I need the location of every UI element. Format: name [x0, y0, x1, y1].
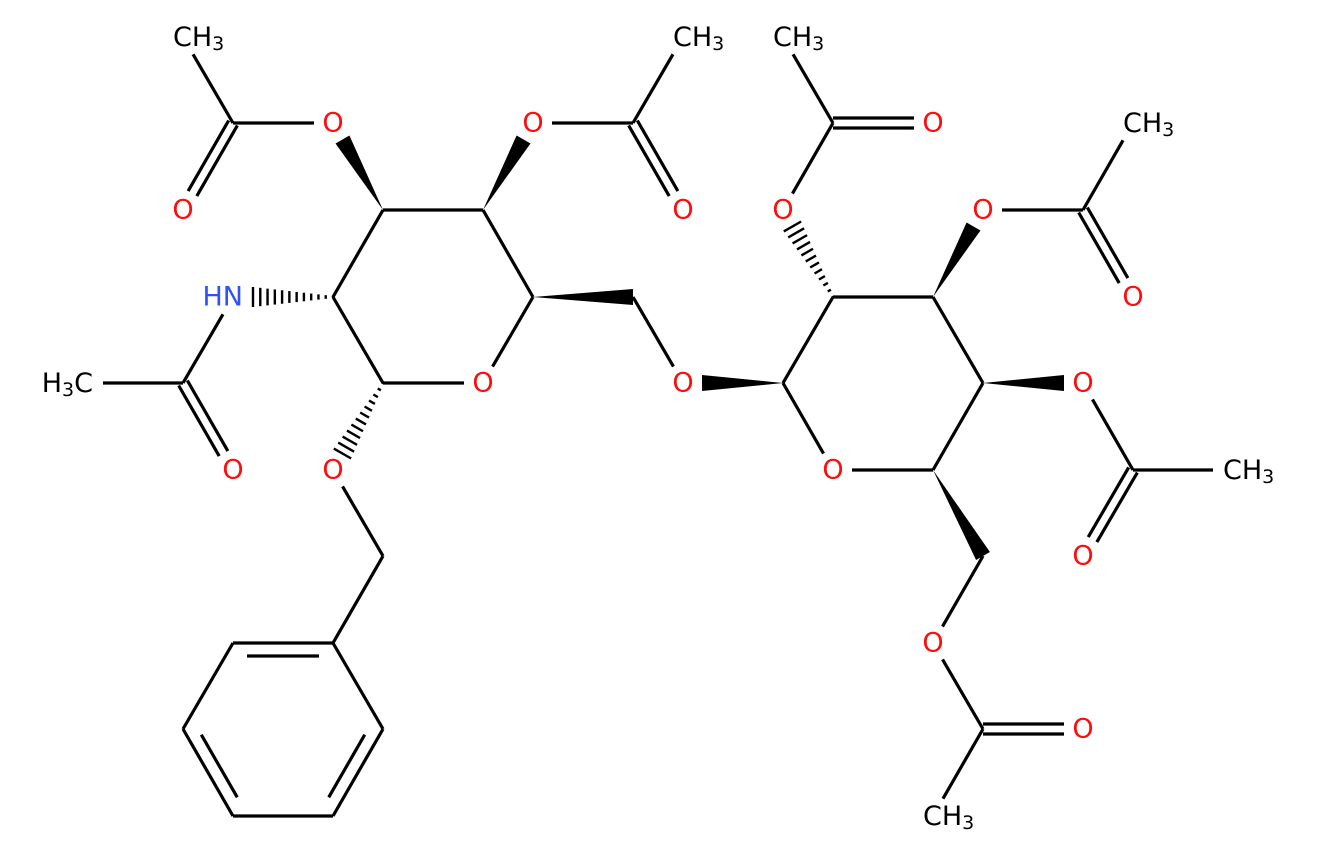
oxygen-atom-label: O: [1072, 541, 1093, 572]
methyl-label: CH3: [773, 22, 824, 56]
bond-l1-l1O-hash: [363, 405, 373, 412]
oxygen-atom-label: O: [322, 455, 343, 486]
bond-r6C-r6Me: [941, 728, 985, 800]
bond-r2-r2O-hash: [827, 288, 832, 293]
bond-l1O-bz: [341, 485, 385, 557]
oxygen-atom-label: O: [672, 195, 693, 226]
bond-r4C-r4CO-2: [1095, 471, 1139, 543]
bond-l1-l1O-hash: [372, 393, 379, 399]
bond-r2-r2O-hash: [809, 261, 820, 269]
bond-r2-r2O-hash: [822, 281, 829, 287]
oxygen-atom-label: O: [1122, 282, 1143, 313]
methyl-label: CH3: [1123, 108, 1174, 142]
bond-r4C-r4CO: [1086, 466, 1131, 538]
bond-p6-p1: [331, 642, 385, 730]
bond-l4C-l4CO: [627, 124, 671, 197]
bond-r3C-r3Me: [1081, 139, 1125, 211]
oxygen-atom-label: O: [772, 195, 793, 226]
bond-r3C-r3CO-2: [1085, 206, 1130, 279]
bond-l1-l1O-hash: [350, 423, 364, 433]
bond-r1-r2: [781, 296, 835, 384]
bond-l1-l1O-hash: [359, 411, 370, 419]
bond-p5-p6: [331, 728, 385, 817]
bond-l1-l1O-hash: [346, 429, 361, 440]
oxygen-atom-label: O: [972, 195, 993, 226]
bond-l5-lO: [491, 296, 535, 368]
methyl-label: CH3: [673, 22, 724, 56]
bond-nC-nCO: [177, 384, 221, 457]
bond-l1-l1O-hash: [341, 435, 358, 446]
bond-p3-p4: [181, 728, 235, 817]
oxygen-atom-label: O: [1072, 714, 1093, 745]
bond-l1-l1O-hash: [337, 441, 355, 453]
oxygen-atom-label: O: [322, 108, 343, 139]
bond-l1-l2: [331, 296, 385, 384]
oxygen-atom-label: O: [1072, 368, 1093, 399]
bond-r4-r4O-wedge: [983, 375, 1064, 391]
bond-r2-r2O-hash: [813, 268, 823, 275]
bond-l4C-l4Me: [631, 53, 675, 124]
bond-l1-l1O-hash: [333, 447, 352, 460]
oxygen-atom-label: O: [222, 455, 243, 486]
bond-r2C-r2Me: [791, 53, 835, 124]
bond-p2-p3: [181, 642, 235, 730]
bond-l6-gO: [631, 296, 675, 368]
bond-r4-r5: [931, 382, 985, 471]
bond-l3C-l3CO-2: [195, 124, 239, 197]
bond-l1-l1O-hash: [381, 381, 385, 385]
bond-bz-p1: [331, 555, 385, 644]
bonds: [103, 53, 1213, 818]
bond-l3C-l3CO: [186, 119, 231, 192]
methyl-label: CH3: [1223, 455, 1274, 489]
oxygen-atom-label: O: [822, 455, 843, 486]
bond-r5-r6-wedge: [933, 470, 990, 561]
bond-N-nC: [181, 313, 225, 384]
oxygen-atom-label: O: [522, 108, 543, 139]
bond-l4-l5: [481, 209, 535, 298]
nh-atom-label: HN: [203, 282, 244, 313]
oxygen-atom-label: O: [472, 368, 493, 399]
bond-r3-r3O-wedge: [933, 222, 981, 297]
bond-l4C-l4CO-2: [635, 119, 680, 192]
bond-l3C-l3Me: [191, 53, 235, 124]
bond-nC-nCO-2: [185, 379, 230, 452]
bond-l2-l3: [331, 209, 385, 298]
bond-r6-r6O: [941, 555, 985, 628]
bond-l1-l1O-hash: [368, 399, 376, 405]
bond-rO-r1: [781, 382, 825, 455]
bond-r2-r2O-hash: [805, 254, 817, 263]
oxygen-atom-label: O: [672, 368, 693, 399]
methyl-label: CH3: [173, 22, 224, 56]
bond-l4-l4O-wedge: [483, 135, 531, 210]
bond-p5-p6-inner: [327, 733, 367, 799]
bond-l5-l6-wedge: [533, 289, 633, 305]
bond-l1-l1O-hash: [377, 387, 382, 392]
bond-r6O-r6C: [941, 658, 985, 730]
bond-l3-l3O-wedge: [335, 135, 383, 210]
bond-r2-r2O-hash: [791, 234, 808, 245]
bond-r2-r2O-hash: [783, 220, 802, 233]
bond-r2-r2O-hash: [787, 227, 805, 239]
bond-r3C-r3CO: [1077, 211, 1121, 284]
oxygen-atom-label: O: [172, 195, 193, 226]
bond-r2-r2O-hash: [796, 240, 811, 251]
methyl-label: CH3: [923, 801, 974, 835]
bond-r2-r2O-hash: [800, 247, 814, 257]
bond-r2-r2O-hash: [818, 275, 826, 281]
methyl-label: H3C: [42, 368, 93, 402]
bond-r1-gO-wedge: [702, 375, 783, 391]
bond-p3-p4-inner: [199, 733, 239, 799]
bond-r3-r4: [931, 296, 985, 384]
bond-l1-l1O-hash: [355, 417, 367, 426]
oxygen-atom-label: O: [922, 628, 943, 659]
bond-r2-r2O-hash: [831, 295, 835, 299]
bond-r2O-r2C: [791, 122, 835, 195]
oxygen-atom-label: O: [922, 108, 943, 139]
bond-r4O-r4C: [1091, 398, 1135, 471]
